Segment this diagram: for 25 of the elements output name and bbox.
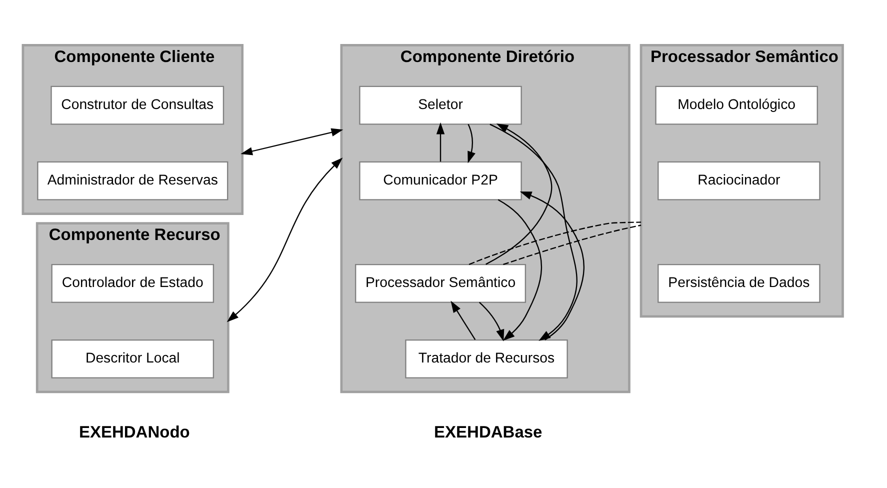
node-box: Processador Semântico: [355, 263, 526, 302]
node-box: Comunicador P2P: [359, 160, 522, 200]
arrow: [520, 191, 584, 340]
arrow: [240, 128, 344, 155]
node-box: Construtor de Consultas: [50, 85, 224, 124]
node-box: Administrador de Reservas: [37, 160, 228, 200]
node-box: Raciocinador: [658, 160, 820, 200]
label: EXEHDANodo: [78, 423, 190, 442]
node-box: Modelo Ontológico: [655, 85, 818, 124]
arrow: [490, 123, 578, 340]
arrow: [486, 122, 552, 264]
node-box: Controlador de Estado: [51, 263, 214, 302]
node-box: Tratador de Recursos: [405, 338, 568, 378]
arrow: [436, 122, 445, 162]
arrow: [226, 157, 343, 322]
arrow: [450, 300, 476, 340]
arrow: [478, 301, 504, 341]
arrow: [498, 198, 542, 340]
label: EXEHDABase: [434, 423, 542, 442]
connector: [468, 221, 642, 264]
node-box: Persistência de Dados: [658, 263, 820, 302]
connector: [503, 224, 642, 264]
node-box: Seletor: [359, 85, 522, 124]
arrow: [468, 123, 476, 163]
node-box: Descritor Local: [51, 338, 214, 378]
